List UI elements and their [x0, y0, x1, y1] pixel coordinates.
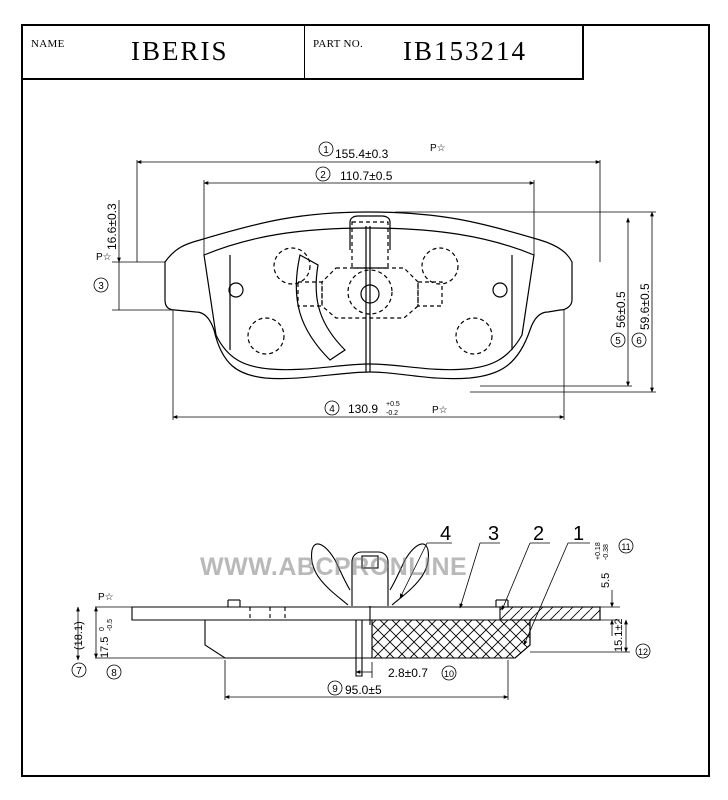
dim-4-tol-lower: -0.2 — [386, 410, 398, 417]
part-no-cell: PART NO. IB153214 — [305, 26, 582, 78]
callout-3: 3 — [488, 523, 499, 545]
dim-4-tol-upper: +0.5 — [386, 401, 400, 408]
hidden-circle — [421, 247, 459, 285]
dim-12-number: 12 — [638, 647, 648, 657]
dim-2-number: 2 — [320, 170, 326, 181]
pad-side-view — [131, 543, 601, 677]
dim-11-tol-upper: +0.18 — [595, 542, 602, 560]
name-value: IBERIS — [131, 36, 229, 66]
callout-1: 1 — [573, 523, 584, 545]
dim-6-label: 59.6±0.5 6 — [631, 283, 652, 348]
dim-4-number: 4 — [329, 404, 335, 415]
dim-2-label: 2 110.7±0.5 — [315, 166, 393, 183]
callout-4: 4 — [440, 523, 451, 545]
sensor-arc — [295, 254, 346, 361]
dim-1-mark: P☆ — [430, 143, 446, 154]
dim-5-label: 56±0.5 5 — [610, 291, 628, 348]
dim-4-value: 130.9 — [348, 402, 378, 416]
part-no-label: PART NO. — [313, 38, 364, 50]
dim-8-label: 17.5 0 -0.5 8 — [99, 619, 122, 680]
top-view-dimensions — [112, 160, 656, 420]
hole-left — [228, 282, 244, 298]
dim-11-label: 5.5 +0.18 -0.38 11 — [595, 538, 634, 588]
side-mark: P☆ — [98, 592, 114, 603]
dim-8-number: 8 — [111, 668, 117, 679]
dim-10-number: 10 — [444, 669, 454, 679]
dim-11-tol-lower: -0.38 — [603, 544, 610, 560]
dim-3-number: 3 — [98, 281, 104, 292]
callout-2: 2 — [533, 523, 544, 545]
hidden-circle — [273, 247, 311, 285]
side-center-pin — [355, 620, 363, 677]
hidden-circle — [455, 317, 493, 355]
hidden-circle — [247, 317, 285, 355]
dim-12-label: 15.1±2 12 — [613, 618, 651, 659]
side-backing-hatch — [499, 606, 601, 621]
dim-3-label: 16.6±0.3 P☆ 3 — [93, 203, 119, 293]
hole-right — [492, 282, 508, 298]
dim-1-label: 1 155.4±0.3 P☆ — [318, 141, 446, 161]
dim-9-value: 95.0±5 — [345, 683, 382, 697]
part-callouts: 4 3 2 1 — [440, 523, 584, 545]
dim-11-value: 5.5 — [600, 573, 612, 588]
watermark: WWW.ABCPRONLINE — [200, 553, 468, 581]
dim-6-value: 59.6±0.5 — [638, 283, 652, 330]
dim-6-number: 6 — [636, 336, 642, 347]
side-friction-hatch — [371, 619, 531, 659]
side-view-dimensions — [76, 542, 630, 700]
part-no-value: IB153214 — [403, 36, 527, 66]
spring-clip — [311, 543, 429, 606]
dim-9-label: 9 95.0±5 — [327, 680, 382, 697]
name-label: NAME — [31, 38, 65, 50]
dim-10-label: 2.8±0.7 10 — [388, 665, 457, 681]
dim-12-value: 15.1±2 — [613, 618, 625, 652]
name-cell: NAME IBERIS — [23, 26, 305, 78]
inner-rim — [229, 255, 513, 350]
backing-plate-outline — [164, 211, 573, 380]
dim-2-value: 110.7±0.5 — [340, 169, 393, 183]
dim-10-value: 2.8±0.7 — [388, 666, 428, 680]
pad-top-view — [164, 211, 573, 380]
dim-3-mark: P☆ — [96, 252, 112, 263]
dim-9-number: 9 — [332, 684, 338, 695]
center-boss — [360, 284, 380, 304]
dim-4-label: 4 130.9 +0.5 -0.2 P☆ — [324, 400, 448, 417]
title-block: NAME IBERIS PART NO. IB153214 — [21, 24, 584, 80]
dim-8-tol-upper: 0 — [99, 627, 106, 631]
dim-7-value: (18.1) — [73, 621, 85, 650]
dim-7-number: 7 — [76, 666, 82, 677]
dim-1-number: 1 — [323, 145, 329, 156]
hidden-circle — [347, 269, 393, 315]
dim-7-label: (18.1) 7 — [71, 621, 87, 678]
top-tab — [349, 215, 391, 250]
dim-8-value: 17.5 — [99, 637, 111, 658]
friction-material-outline — [203, 227, 535, 371]
dim-5-value: 56±0.5 — [614, 291, 628, 328]
dim-1-value: 155.4±0.3 — [335, 147, 389, 161]
dim-5-number: 5 — [615, 336, 621, 347]
dim-11-number: 11 — [621, 542, 630, 552]
dim-4-mark: P☆ — [432, 405, 448, 416]
dim-8-tol-lower: -0.5 — [107, 619, 114, 631]
dim-3-value: 16.6±0.3 — [105, 203, 119, 250]
